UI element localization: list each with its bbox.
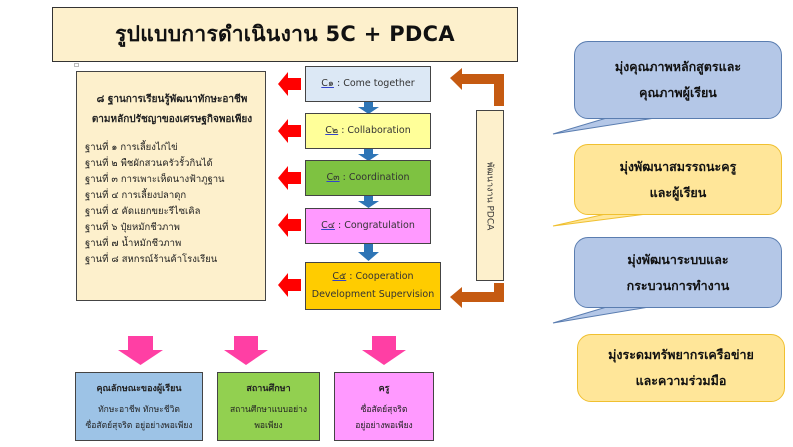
- outcome-teachers: ครู ซื่อสัตย์สุจริต อยู่อย่างพอเพียง: [334, 372, 434, 441]
- bubble-line: และความร่วมมือ: [635, 373, 727, 388]
- outcome-line: อยู่อย่างพอเพียง: [355, 421, 413, 431]
- bubble-line: มุ่งระดมทรัพยากรเครือข่าย: [608, 347, 754, 362]
- orange-arrow-bottom-icon: [450, 283, 504, 308]
- pdca-label: พัฒนางาน PDCA: [484, 161, 494, 230]
- goal-bubble-network: มุ่งระดมทรัพยากรเครือข่ายและความร่วมมือ: [577, 334, 785, 402]
- outcome-line: สถานศึกษาแบบอย่าง: [229, 405, 308, 415]
- pink-arrow-down-icon: [118, 336, 163, 365]
- orange-arrow-top-icon: [450, 68, 504, 106]
- station-item: ฐานที่ ๒ พืชผักสวนครัวรั้วกินได้: [85, 158, 213, 169]
- bubble-line: กระบวนการทำงาน: [626, 277, 730, 293]
- step-label: : Congratulation: [334, 220, 415, 231]
- goal-bubble-curriculum-quality: มุ่งคุณภาพหลักสูตรและคุณภาพผู้เรียน: [574, 41, 782, 119]
- step-label: : Cooperation: [346, 271, 414, 282]
- step-c5-cooperation: C๕ : Cooperation Development Supervision: [305, 262, 441, 310]
- step-code: C๔: [321, 220, 335, 231]
- step-label: : Collaboration: [338, 125, 411, 136]
- bubble-tail: [552, 305, 656, 324]
- outcome-line: พอเพียง: [254, 421, 283, 431]
- step-label: : Coordination: [339, 172, 410, 183]
- station-item: ฐานที่ ๕ คัดแยกขยะรีไซเคิล: [85, 206, 201, 217]
- outcome-heading: สถานศึกษา: [246, 384, 291, 394]
- station-item: ฐานที่ ๘ สหกรณ์ร้านค้าโรงเรียน: [85, 254, 218, 265]
- outcome-heading: ครู: [378, 384, 390, 394]
- bubble-line: คุณภาพผู้เรียน: [639, 85, 717, 100]
- learning-stations-box: ๘ ฐานการเรียนรู้พัฒนาทักษะอาชีพ ตามหลักป…: [76, 71, 266, 301]
- outcome-line: ทักษะอาชีพ ทักษะชีวิต: [98, 405, 180, 415]
- step-c4-congratulation: C๔ : Congratulation: [305, 208, 431, 244]
- bubble-tail: [552, 116, 656, 135]
- station-item: ฐานที่ ๓ การเพาะเห็ดนางฟ้าภูฐาน: [85, 174, 225, 185]
- resize-handle: [74, 63, 79, 67]
- step-code: C๕: [332, 271, 347, 282]
- step-code: C๓: [326, 172, 340, 183]
- step-c3-coordination: C๓ : Coordination: [305, 160, 431, 196]
- goal-bubble-systems: มุ่งพัฒนาระบบและกระบวนการทำงาน: [574, 237, 782, 308]
- goal-bubble-competency: มุ่งพัฒนาสมรรถนะครูและผู้เรียน: [574, 144, 782, 215]
- red-arrow-left-icon: [278, 166, 301, 190]
- outcome-line: ซื่อสัตย์สุจริต อยู่อย่างพอเพียง: [85, 421, 193, 431]
- step-label: : Come together: [333, 78, 415, 89]
- stations-heading-line1: ๘ ฐานการเรียนรู้พัฒนาทักษะอาชีพ: [96, 94, 248, 105]
- bubble-line: มุ่งคุณภาพหลักสูตรและ: [614, 59, 742, 74]
- bubble-line: มุ่งพัฒนาระบบและ: [627, 251, 729, 267]
- outcome-heading: คุณลักษณะของผู้เรียน: [96, 384, 182, 394]
- step-c1-come-together: C๑ : Come together: [305, 66, 431, 102]
- red-arrow-left-icon: [278, 213, 301, 237]
- outcome-learners: คุณลักษณะของผู้เรียน ทักษะอาชีพ ทักษะชีว…: [75, 372, 203, 441]
- pink-arrow-down-icon: [362, 336, 406, 365]
- stations-heading: ๘ ฐานการเรียนรู้พัฒนาทักษะอาชีพ ตามหลักป…: [85, 90, 259, 130]
- bubble-line: มุ่งพัฒนาสมรรถนะครู: [619, 158, 737, 174]
- outcome-line: ซื่อสัตย์สุจริต: [360, 405, 408, 415]
- step-label-line2: Development Supervision: [311, 289, 435, 300]
- step-code: C๑: [321, 78, 334, 89]
- diagram-title: รูปแบบการดำเนินงาน 5C + PDCA: [52, 7, 518, 62]
- blue-arrow-down-icon: [358, 149, 379, 161]
- red-arrow-left-icon: [278, 119, 301, 143]
- blue-arrow-down-icon: [358, 102, 379, 114]
- pink-arrow-down-icon: [224, 336, 268, 365]
- step-code: C๒: [325, 125, 339, 136]
- station-item: ฐานที่ ๔ การเลี้ยงปลาดุก: [85, 190, 187, 201]
- station-item: ฐานที่ ๑ การเลี้ยงไก่ไข่: [85, 142, 178, 153]
- red-arrow-left-icon: [278, 273, 301, 297]
- step-c2-collaboration: C๒ : Collaboration: [305, 113, 431, 149]
- stations-heading-line2: ตามหลักปรัชญาของเศรษฐกิจพอเพียง: [91, 114, 253, 125]
- red-arrow-left-icon: [278, 72, 301, 96]
- blue-arrow-down-icon: [358, 244, 379, 261]
- pdca-box: พัฒนางาน PDCA: [476, 110, 504, 281]
- outcome-school: สถานศึกษา สถานศึกษาแบบอย่าง พอเพียง: [217, 372, 320, 441]
- station-item: ฐานที่ ๗ น้ำหมักชีวภาพ: [85, 238, 182, 249]
- bubble-line: และผู้เรียน: [649, 184, 707, 200]
- station-item: ฐานที่ ๖ ปุ๋ยหมักชีวภาพ: [85, 222, 180, 233]
- blue-arrow-down-icon: [358, 196, 379, 208]
